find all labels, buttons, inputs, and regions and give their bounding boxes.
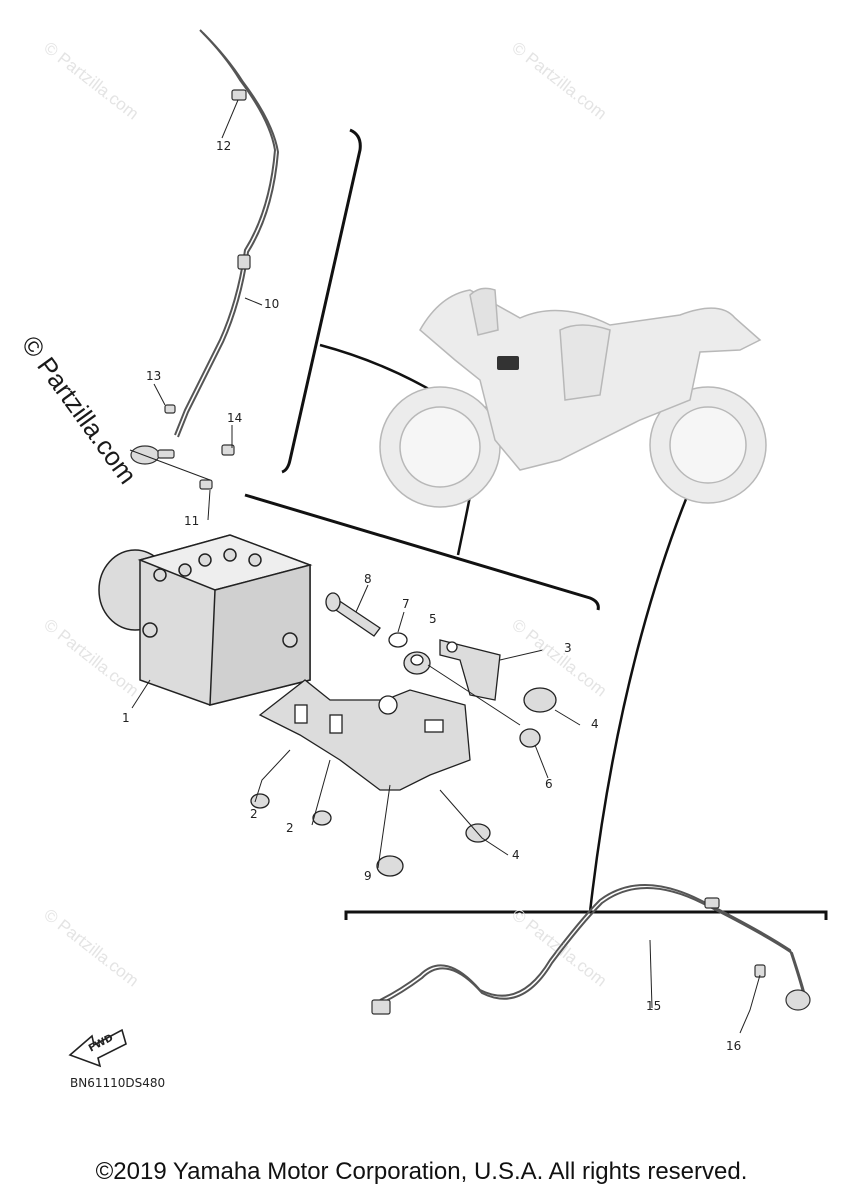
callout-11[interactable]: 11 — [184, 514, 200, 528]
diagram-code: BN61110DS480 — [70, 1076, 166, 1090]
callout-6[interactable]: 6 — [545, 777, 553, 791]
callout-12[interactable]: 12 — [216, 139, 232, 153]
front-harness-clips — [130, 89, 251, 490]
callout-8[interactable]: 8 — [364, 572, 372, 586]
copyright-notice: ©2019 Yamaha Motor Corporation, U.S.A. A… — [95, 1158, 748, 1185]
callout-14[interactable]: 14 — [227, 411, 243, 425]
callout-3[interactable]: 3 — [564, 641, 572, 655]
abs-hydraulic-unit — [98, 534, 313, 706]
callout-4[interactable]: 4 — [512, 848, 520, 862]
bracket-3 — [439, 639, 501, 701]
callout-2[interactable]: 2 — [250, 807, 258, 821]
callout-10[interactable]: 10 — [264, 297, 280, 311]
front-wheel-sensor-harness — [174, 29, 280, 438]
bolt-washer-collar — [325, 592, 431, 675]
callout-4[interactable]: 4 — [591, 717, 599, 731]
callout-5[interactable]: 5 — [429, 612, 437, 626]
callout-1[interactable]: 1 — [122, 711, 130, 725]
bracket-lines — [244, 128, 828, 920]
fwd-arrow-icon — [68, 1028, 127, 1068]
callout-13[interactable]: 13 — [146, 369, 162, 383]
grommets-and-bolts — [250, 687, 557, 877]
motorcycle-illustration — [379, 287, 767, 508]
callout-16[interactable]: 16 — [726, 1039, 742, 1053]
callout-15[interactable]: 15 — [646, 999, 662, 1013]
callout-leaders — [129, 99, 761, 1034]
mounting-bracket-plate — [258, 679, 471, 791]
rear-wheel-sensor-harness — [379, 884, 808, 1004]
callout-9[interactable]: 9 — [364, 869, 372, 883]
callout-7[interactable]: 7 — [402, 597, 410, 611]
rear-harness-parts — [371, 897, 811, 1015]
callout-2[interactable]: 2 — [286, 821, 294, 835]
abs-location-marker — [497, 356, 519, 370]
